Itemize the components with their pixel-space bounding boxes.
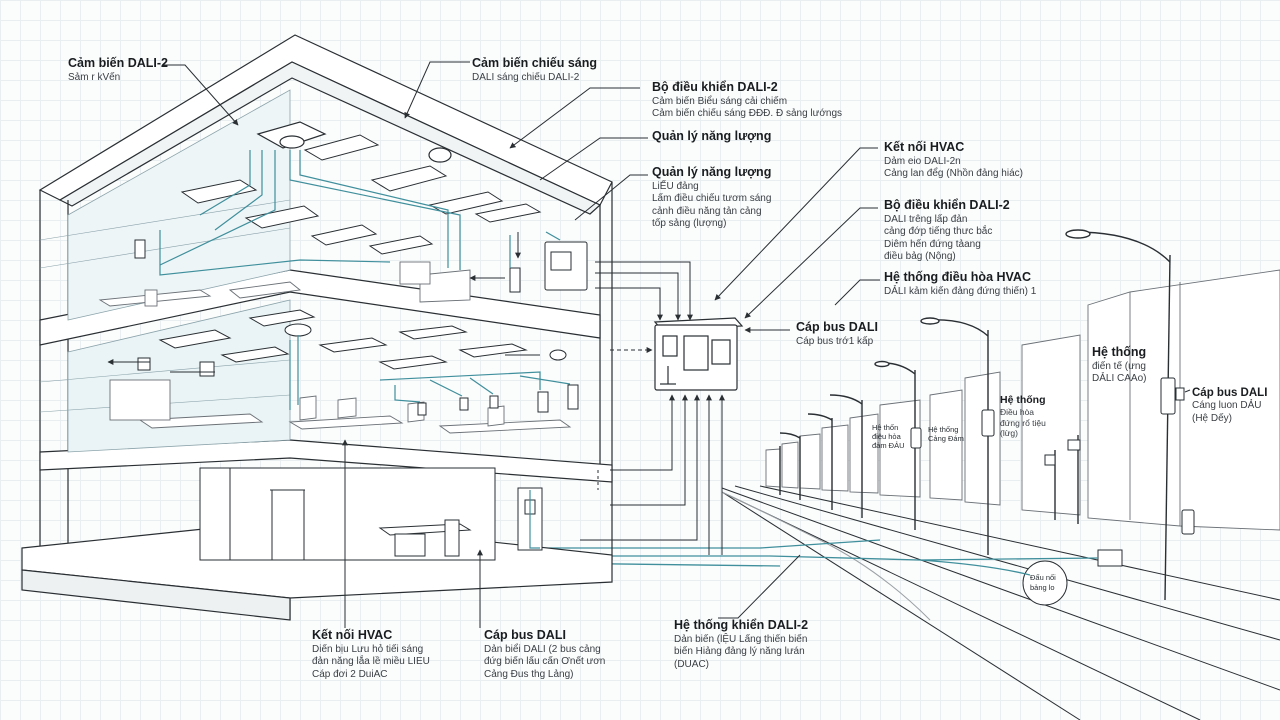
callout-line: cảnh điều năng tản cảng [652, 205, 762, 217]
connection-arrows [107, 232, 725, 555]
central-control-cabinet [653, 317, 744, 391]
callout-line: Cáp đơi 2 DuiAC [312, 668, 388, 680]
dali-cables [159, 150, 571, 549]
top-sensors [256, 121, 452, 163]
callout-line: DẢLI kảm kiến đảng đứng thiến) 1 [884, 285, 1037, 297]
callout-title: Cảm biến DALI-2 [68, 56, 169, 70]
callout-title: Bộ điều khiển DALI-2 [884, 198, 1010, 212]
callout-controller-top: Bộ điều khiển DALI-2 Cảm biến Biểu sáng … [652, 80, 842, 121]
callout-title: Hệ thống khiển DALI-2 [674, 618, 809, 632]
callout-title: Kết nối HVAC [312, 628, 393, 642]
callout-line: tốp sảng (lượng) [652, 218, 727, 230]
background-buildings [765, 269, 1280, 531]
callout-line: (DUAC) [674, 658, 709, 670]
callout-line: Cảng Đus thg Lảng) [484, 668, 574, 680]
callout-energy-mgmt-1: Quản lý năng lượng [652, 129, 771, 145]
junction-label-line-2: bảng lo [1030, 583, 1055, 592]
ceiling-lights-top [180, 134, 542, 255]
callout-sensor-top-left: Cảm biến DALI-2 Sảm r kVến [68, 56, 168, 84]
callout-street-bus: Cáp bus DALI Cáng luon DẢU (Hệ Dếy) [1192, 386, 1267, 425]
callout-title: Bộ điều khiển DALI-2 [652, 80, 778, 94]
pole-label-1-line-1: Hệ thốn [872, 423, 898, 432]
callout-street-system-2: Hệ thống Điều hòa đứng rổ tiệu (lừg) [1000, 394, 1046, 439]
callout-title: Cáp bus DALI [796, 320, 878, 334]
callout-line: Cảm biến chiếu sáng ĐĐĐ. Đ sảng lướngs [652, 108, 843, 120]
pole-label-1-line-2: điệu hỏa [872, 432, 902, 441]
callout-title: Hệ thống điều hòa HVAC [884, 270, 1031, 284]
callout-street-system-1: Hệ thống điến tế (ưng DẢLI CAAo) [1092, 345, 1146, 386]
ceiling-lights-middle [158, 309, 567, 370]
callout-title: Quản lý năng lượng [652, 165, 772, 179]
callout-line: Cáp bus trớ1 kấp [796, 335, 874, 347]
callout-title: Cáp bus DALI [484, 628, 566, 642]
leader-lines [162, 61, 1191, 628]
callout-hvac-link-right: Kết nối HVAC Dảm eio DALI-2n Cảng lan để… [884, 140, 1023, 181]
callout-line: Dản biến (lỆU Lấng thiến biến [674, 633, 808, 645]
callout-line: Diến bịu Lưu hỏ tiếi sáng [312, 643, 424, 655]
junction-label-line-1: Đấu nối [1030, 573, 1056, 582]
callout-bus-bottom: Cáp bus DALI Dản biểi DALI (2 bus cảng đ… [484, 628, 605, 681]
callout-line: điều bảg (Nộng) [884, 251, 956, 263]
street-cables [539, 539, 1099, 576]
callout-hvac-system: Hệ thống điều hòa HVAC DẢLI kảm kiến đản… [884, 270, 1036, 298]
callout-control-system-bottom: Hệ thống khiển DALI-2 Dản biến (lỆU Lấng… [674, 618, 808, 671]
pole-label-2-line-2: Cảng Đám [928, 434, 964, 443]
callout-line: Lấm điều chiếu tươm sáng [652, 193, 772, 205]
callout-line: Diêm hến đứng tảang [884, 238, 981, 250]
callout-title: Kết nối HVAC [884, 140, 965, 154]
callout-title: Hệ thống [1000, 394, 1046, 406]
callout-title: Cảm biến chiếu sáng [472, 56, 598, 70]
pole-label-1-line-3: đảm ĐẢU [872, 441, 905, 450]
callout-line: Cáng luon DẢU [1192, 400, 1262, 412]
callout-line: Cảm biến Biểu sáng cải chiếm [652, 95, 788, 107]
callout-line: DẢLI CAAo) [1092, 373, 1147, 385]
callout-line: điến tế (ưng [1092, 360, 1146, 372]
ground-floor [199, 467, 543, 561]
callout-energy-mgmt-2: Quản lý năng lượng LiẾU đảng Lấm điều ch… [652, 165, 771, 231]
callout-line: Điều hòa [1000, 407, 1035, 418]
callout-line: (Hệ Dếy) [1192, 412, 1233, 424]
callout-bus-center: Cáp bus DALI Cáp bus trớ1 kấp [796, 320, 878, 348]
callout-line: (lừg) [1000, 428, 1018, 439]
callout-controller-right: Bộ điều khiển DALI-2 DALI trêng lấp đản … [884, 198, 1010, 264]
callout-line: Dản biểi DALI (2 bus cảng [484, 643, 601, 655]
callout-line: DALI sáng chiếu DALI-2 [472, 71, 580, 83]
callout-hvac-link-bottom: Kết nối HVAC Diến bịu Lưu hỏ tiếi sáng đ… [312, 628, 430, 681]
callout-line: đứg biến lấu cấn Ơnết ươn [484, 656, 606, 668]
street-small-labels: Hệ thốn điệu hỏa đảm ĐẢU Hệ thống Cảng Đ… [872, 423, 1056, 592]
callout-light-sensor: Cảm biến chiếu sáng DALI sáng chiếu DALI… [472, 56, 597, 84]
callout-line: Dảm eio DALI-2n [884, 155, 961, 167]
callout-line: biến Hiảng đảng lý năng lưán [674, 646, 805, 658]
furniture-top [98, 261, 471, 307]
callout-title: Hệ thống [1092, 345, 1147, 359]
callout-line: LiẾU đảng [652, 180, 699, 192]
building [21, 34, 613, 621]
callout-line: Cảng lan đểg (Nhồn đảng hiác) [884, 168, 1023, 180]
callout-line: DALI trêng lấp đản [884, 213, 968, 225]
road [721, 485, 1280, 720]
callout-line: cảng đớp tiếng thưc bắc [884, 226, 993, 238]
callout-line: đản năng lắa lề miều LIEU [312, 656, 430, 668]
street-lamps [779, 229, 1171, 601]
callout-line: Sảm r kVến [68, 71, 121, 83]
pole-label-2-line-1: Hệ thống [928, 425, 958, 434]
callout-title: Cáp bus DALI [1192, 387, 1268, 399]
callout-title: Quản lý năng lượng [652, 129, 772, 143]
street-scene [539, 229, 1280, 720]
callout-line: đứng rổ tiệu [1000, 417, 1046, 428]
furniture-middle [109, 379, 572, 434]
pole-boxes [910, 377, 1195, 606]
